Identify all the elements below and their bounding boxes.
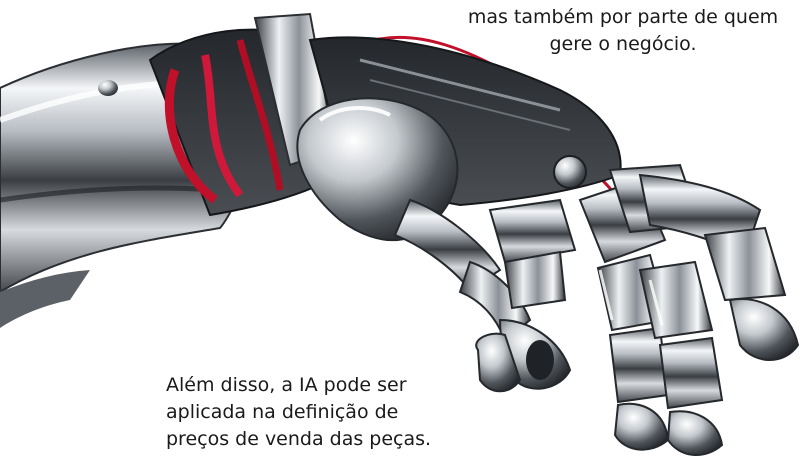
caption-bottom-line-3: preços de venda das peças. <box>166 428 432 450</box>
caption-top: mas também por parte de quem gere o negó… <box>448 4 798 58</box>
caption-bottom-line-1: Além disso, a IA pode ser <box>166 374 407 396</box>
caption-top-line-1: mas também por parte de quem <box>467 6 779 28</box>
caption-bottom: Além disso, a IA pode ser aplicada na de… <box>166 372 466 453</box>
caption-bottom-line-2: aplicada na definição de <box>166 401 399 423</box>
caption-top-line-2: gere o negócio. <box>549 33 697 55</box>
